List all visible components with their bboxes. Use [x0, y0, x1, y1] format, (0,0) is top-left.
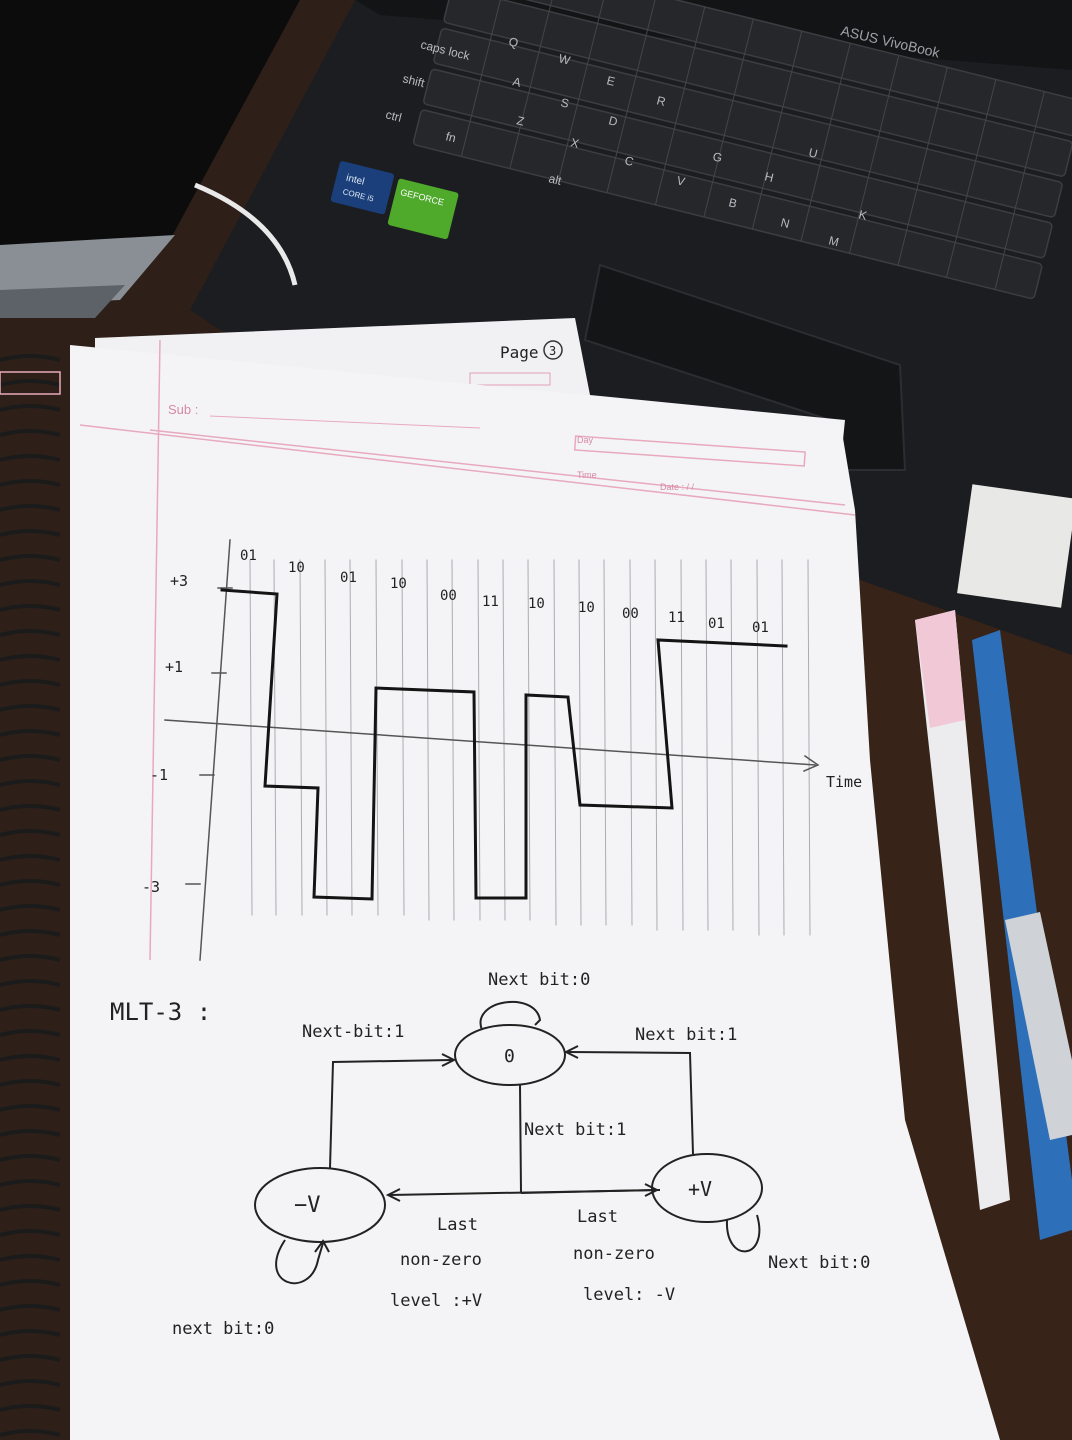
- state-plus-v-label: +V: [688, 1177, 712, 1201]
- bit-pair-2: 10: [288, 560, 305, 576]
- label-last-left-2: non-zero: [400, 1250, 482, 1270]
- key-q: Q: [507, 34, 519, 50]
- nvidia-sticker: GEFORCE: [387, 178, 459, 240]
- label-last-right-2: non-zero: [573, 1244, 655, 1264]
- state-minus-v: [254, 1167, 386, 1243]
- plus-v-self-loop: [725, 1214, 761, 1253]
- key-h: H: [763, 169, 775, 185]
- pens: [915, 610, 1072, 1240]
- vivobook-sticker: [957, 484, 1072, 608]
- time-axis-label: Time: [826, 773, 862, 791]
- minus-v-self-loop: [275, 1239, 324, 1285]
- state-zero: [454, 1024, 566, 1086]
- page-margins: [0, 339, 856, 961]
- key-n: N: [779, 215, 791, 231]
- bit-pair-5: 00: [440, 588, 457, 604]
- intel-sticker: intel CORE i5: [330, 161, 395, 215]
- label-next-bit-0-top: Next bit:0: [488, 970, 590, 990]
- arrow-to-plus-v: [520, 1189, 656, 1194]
- y-label-plus1: +1: [165, 658, 183, 676]
- key-v: V: [675, 173, 686, 189]
- state-zero-label: 0: [504, 1046, 515, 1067]
- bit-pair-6: 11: [482, 594, 499, 610]
- time-header-label: Time: [577, 470, 597, 480]
- key-fn: fn: [444, 129, 457, 145]
- key-s: S: [559, 95, 570, 111]
- date-label: Date : / /: [660, 482, 695, 492]
- key-d: D: [607, 113, 619, 129]
- key-r: R: [655, 93, 667, 109]
- label-next-bit-1-center: Next bit:1: [524, 1120, 626, 1140]
- bit-pair-12: 01: [752, 620, 769, 636]
- y-label-minus1: -1: [150, 766, 168, 784]
- bit-pair-4: 10: [390, 576, 407, 592]
- arrow-plus-to-zero: [567, 1051, 694, 1155]
- bit-pair-3: 01: [340, 570, 357, 586]
- mlt3-signal: [220, 588, 788, 901]
- bit-pair-10: 11: [668, 610, 685, 626]
- key-m: M: [827, 233, 840, 249]
- bit-pair-9: 00: [622, 606, 639, 622]
- key-z: Z: [515, 113, 526, 128]
- grid-lines: [249, 559, 811, 936]
- label-next-bit-0-right: Next bit:0: [768, 1253, 870, 1273]
- phones: [0, 0, 300, 318]
- page-number: 3: [549, 344, 556, 358]
- bit-pair-8: 10: [578, 600, 595, 616]
- key-u: U: [807, 145, 819, 161]
- state-minus-v-label: −V: [294, 1193, 321, 1218]
- label-last-left-3: level :+V: [390, 1291, 482, 1311]
- key-alt: alt: [547, 171, 563, 188]
- arrow-zero-down: [519, 1084, 522, 1194]
- key-e: E: [605, 73, 616, 89]
- key-c: C: [623, 153, 635, 169]
- bit-pair-1: 01: [240, 548, 257, 564]
- key-b: B: [727, 195, 738, 211]
- label-next-bit-1-right: Next bit:1: [635, 1025, 737, 1045]
- bit-pair-11: 01: [708, 616, 725, 632]
- day-label: Day: [577, 435, 594, 445]
- y-label-minus3: -3: [142, 878, 160, 896]
- mlt3-state-diagram: MLT-3 : 0 −V +V: [110, 970, 870, 1339]
- key-x: X: [569, 135, 580, 151]
- label-next-bit-1-left: Next-bit:1: [302, 1022, 404, 1042]
- key-w: W: [557, 51, 572, 67]
- bit-pair-7: 10: [528, 596, 545, 612]
- svg-text:intel: intel: [345, 173, 365, 188]
- y-axis: [199, 539, 231, 961]
- label-next-bit-0-left: next bit:0: [172, 1319, 274, 1339]
- key-shift: shift: [401, 71, 426, 90]
- page-label: Page: [500, 343, 539, 362]
- x-axis: [164, 719, 816, 766]
- y-label-plus3: +3: [170, 572, 188, 590]
- notebook-page: Sub : Day Time Date : / /: [0, 339, 1000, 1440]
- keyboard: [412, 0, 1072, 300]
- spiral-binding: [0, 354, 61, 1437]
- label-last-right-1: Last: [577, 1207, 618, 1227]
- waveform-graph: +3 +1 -1 -3 01 10 01 10 00 11 10 10 00 1…: [142, 539, 862, 961]
- zero-self-loop: [479, 1000, 542, 1031]
- label-last-right-3: level: -V: [583, 1285, 675, 1305]
- key-g: G: [711, 149, 723, 165]
- label-last-left-1: Last: [437, 1215, 478, 1235]
- key-ctrl: ctrl: [384, 107, 403, 124]
- key-a: A: [511, 74, 522, 90]
- diagram-title: MLT-3 :: [110, 998, 211, 1026]
- key-k: K: [857, 207, 868, 223]
- arrow-minus-to-zero: [329, 1059, 453, 1169]
- subject-label: Sub :: [168, 402, 198, 417]
